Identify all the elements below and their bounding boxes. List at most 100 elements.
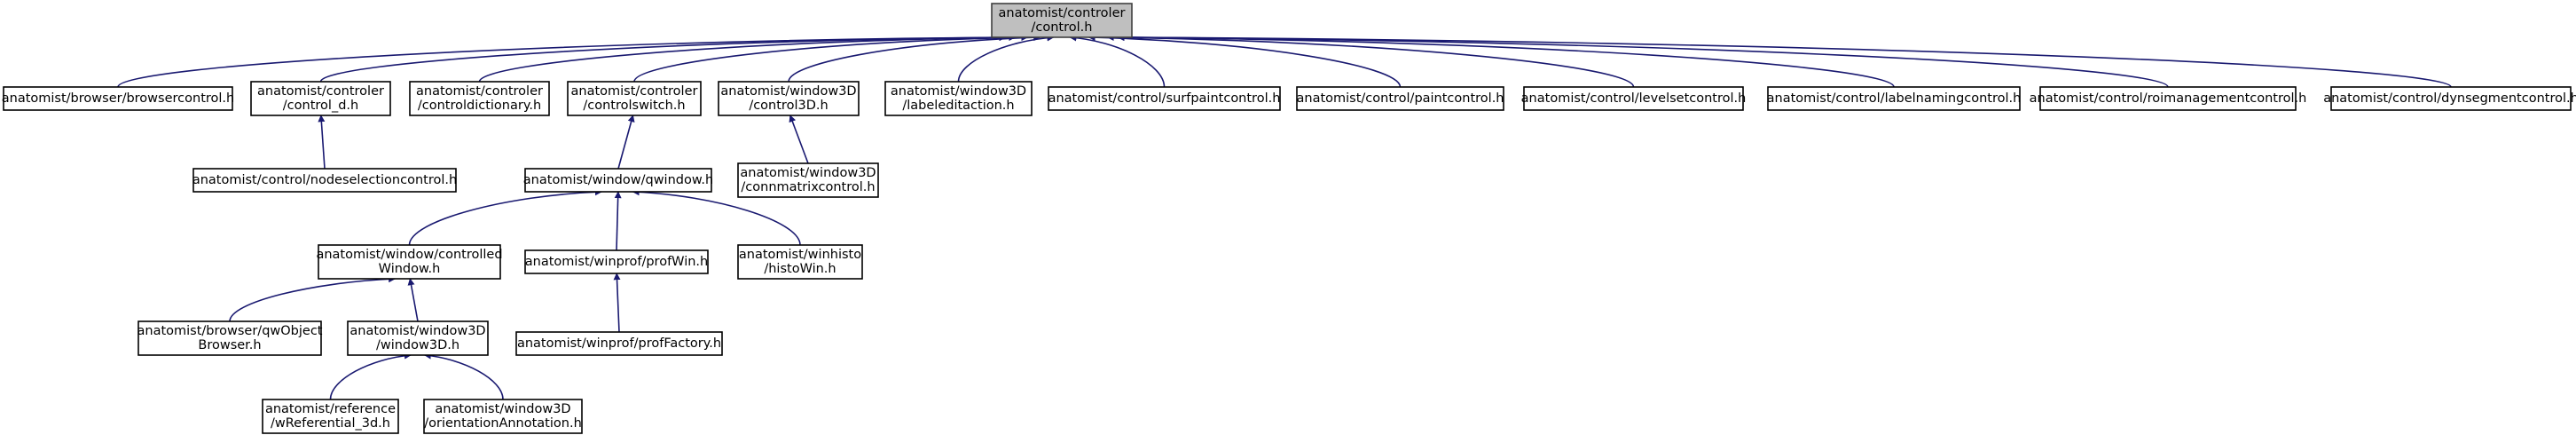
node-label-line: anatomist/window3D xyxy=(435,402,570,416)
node-label-line: /connmatrixcontrol.h xyxy=(741,180,875,194)
node-window3d[interactable]: anatomist/window3D/window3D.h xyxy=(347,320,489,356)
node-label-line: Browser.h xyxy=(198,338,261,352)
node-orient[interactable]: anatomist/window3D/orientationAnnotation… xyxy=(423,399,583,434)
node-box xyxy=(1048,86,1281,111)
edge-line xyxy=(318,115,326,170)
node-roimgmt[interactable]: anatomist/control/roimanagementcontrol.h xyxy=(2030,86,2307,111)
node-label-line: /control3D.h xyxy=(749,99,828,113)
node-dynseg[interactable]: anatomist/control/dynsegmentcontrol.h xyxy=(2323,86,2576,111)
node-box xyxy=(137,320,322,356)
node-connmatrix[interactable]: anatomist/window3D/connmatrixcontrol.h xyxy=(737,162,879,198)
node-ctldict[interactable]: anatomist/controler/controldictionary.h xyxy=(409,81,550,116)
node-label-line: anatomist/browser/qwObject xyxy=(137,324,323,338)
node-wref[interactable]: anatomist/reference/wReferential_3d.h xyxy=(262,399,399,434)
edge-line xyxy=(617,115,635,170)
edge-line xyxy=(613,273,621,333)
node-label-line: /control.h xyxy=(1032,20,1093,35)
node-paintctl[interactable]: anatomist/control/paintcontrol.h xyxy=(1296,86,1504,111)
edge-line xyxy=(788,34,1041,83)
edge-line xyxy=(117,34,1007,88)
node-root[interactable]: anatomist/controler/control.h xyxy=(991,3,1133,38)
node-box xyxy=(347,320,489,356)
edge-line xyxy=(423,352,504,400)
edge-control3d-to-root xyxy=(788,34,1041,83)
node-box xyxy=(524,168,712,193)
node-profwin[interactable]: anatomist/winprof/profWin.h xyxy=(524,249,709,274)
node-surfpaint[interactable]: anatomist/control/surfpaintcontrol.h xyxy=(1048,86,1281,111)
edge-levelset-to-root xyxy=(1106,34,1635,88)
node-label-line: anatomist/winprof/profFactory.h xyxy=(517,336,721,351)
node-label-line: anatomist/control/paintcontrol.h xyxy=(1297,91,1504,106)
edge-wref-to-window3d xyxy=(329,352,412,400)
node-label-line: /window3D.h xyxy=(376,338,459,352)
node-box xyxy=(250,81,391,116)
node-label-line: anatomist/window3D xyxy=(349,324,485,338)
edge-window3d-to-ctlwindow xyxy=(407,278,419,322)
node-box xyxy=(1523,86,1744,111)
edge-line xyxy=(789,115,809,164)
edge-line xyxy=(319,34,1007,83)
node-histowin[interactable]: anatomist/winhisto/histoWin.h xyxy=(737,244,863,280)
node-box xyxy=(991,3,1133,38)
node-levelset[interactable]: anatomist/control/levelsetcontrol.h xyxy=(1521,86,1747,111)
node-box xyxy=(884,81,1033,116)
node-label-line: Window.h xyxy=(379,262,441,276)
edge-line xyxy=(614,191,622,251)
node-browserctl[interactable]: anatomist/browser/browsercontrol.h xyxy=(2,86,234,111)
node-box xyxy=(718,81,860,116)
edges-layer xyxy=(117,34,2452,400)
node-labeledit[interactable]: anatomist/window3D/labeleditaction.h xyxy=(884,81,1033,116)
node-proffactory[interactable]: anatomist/winprof/profFactory.h xyxy=(515,331,723,356)
node-box xyxy=(524,249,709,274)
edge-line xyxy=(1117,34,1895,88)
edge-line xyxy=(408,188,602,246)
edge-paintctl-to-root xyxy=(1088,34,1402,88)
node-label-line: anatomist/controler xyxy=(257,84,384,99)
node-box xyxy=(262,399,399,434)
node-label-line: anatomist/window3D xyxy=(740,166,876,180)
node-label-line: /control_d.h xyxy=(283,99,358,113)
edge-labelnaming-to-root xyxy=(1117,34,1895,88)
node-label-line: anatomist/controler xyxy=(571,84,698,99)
node-box xyxy=(423,399,583,434)
node-label-line: anatomist/controler xyxy=(416,84,543,99)
node-control3d[interactable]: anatomist/window3D/control3D.h xyxy=(718,81,860,116)
edge-line xyxy=(957,34,1055,83)
edge-line xyxy=(407,278,419,322)
edge-browserctl-to-root xyxy=(117,34,1007,88)
node-box xyxy=(409,81,550,116)
edge-nodesel-to-control_d xyxy=(318,115,326,170)
node-box xyxy=(2039,86,2297,111)
node-box xyxy=(3,86,233,111)
edge-qwobject-to-ctlwindow xyxy=(229,275,397,322)
node-label-line: /histoWin.h xyxy=(764,262,836,276)
edge-line xyxy=(1088,34,1402,88)
node-box xyxy=(2330,86,2572,111)
edge-labeledit-to-root xyxy=(957,34,1055,83)
edge-control_d-to-root xyxy=(319,34,1007,83)
edge-connmatrix-to-control3d xyxy=(789,115,809,164)
node-ctlswitch[interactable]: anatomist/controler/controlswitch.h xyxy=(567,81,702,116)
node-labelnaming[interactable]: anatomist/control/labelnamingcontrol.h xyxy=(1767,86,2022,111)
node-label-line: /controlswitch.h xyxy=(583,99,685,113)
node-control_d[interactable]: anatomist/controler/control_d.h xyxy=(250,81,391,116)
node-box xyxy=(737,162,879,198)
edge-histowin-to-qwindow xyxy=(632,188,801,246)
edge-line xyxy=(329,352,412,400)
edge-dynseg-to-root xyxy=(1117,34,2452,88)
edge-surfpaint-to-root xyxy=(1069,34,1166,88)
edge-orient-to-window3d xyxy=(423,352,504,400)
node-nodesel[interactable]: anatomist/control/nodeselectioncontrol.h xyxy=(192,168,457,193)
edge-line xyxy=(632,188,801,246)
node-label-line: anatomist/control/labelnamingcontrol.h xyxy=(1767,91,2022,106)
node-label-line: anatomist/winprof/profWin.h xyxy=(525,255,708,269)
node-label-line: anatomist/window3D xyxy=(720,84,856,99)
node-qwindow[interactable]: anatomist/window/qwindow.h xyxy=(523,168,713,193)
edge-proffactory-to-profwin xyxy=(613,273,621,333)
edge-line xyxy=(1117,34,2169,88)
edge-ctlwindow-to-qwindow xyxy=(408,188,602,246)
node-label-line: /wReferential_3d.h xyxy=(271,416,390,431)
node-box xyxy=(515,331,723,356)
